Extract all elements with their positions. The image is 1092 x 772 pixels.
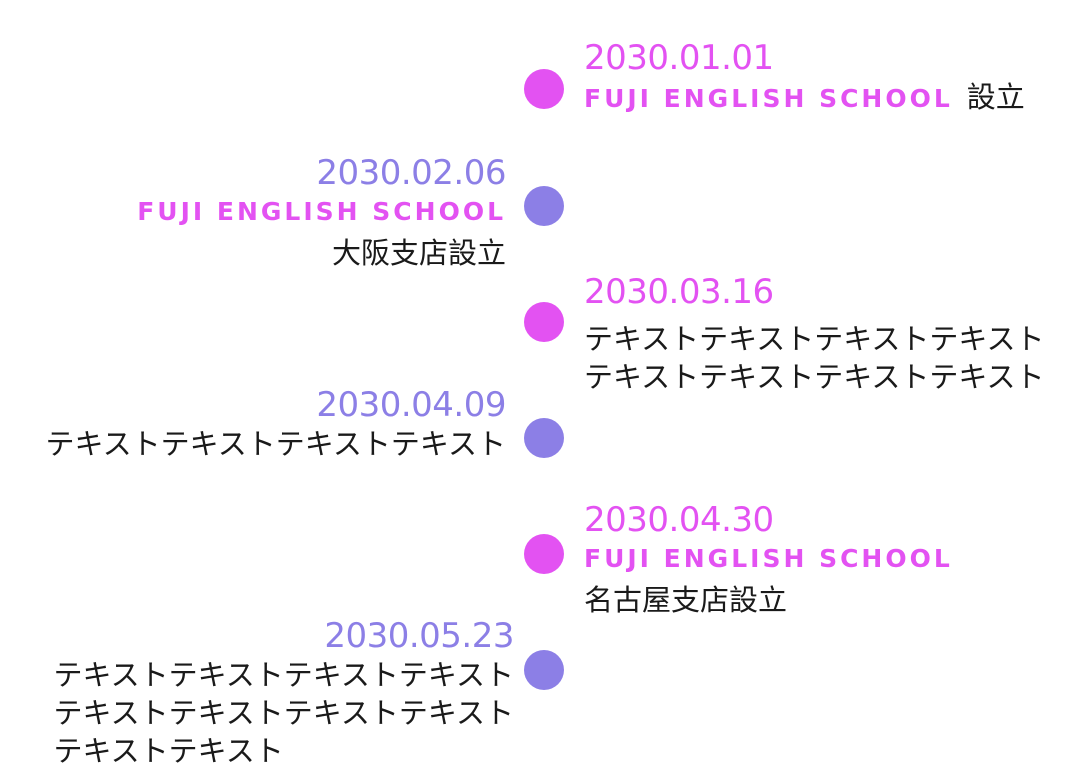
timeline-entry: 2030.04.30 FUJI ENGLISH SCHOOL 名古屋支店設立 [584,500,953,619]
timeline-dot [524,418,564,458]
event-date: 2030.01.01 [584,38,774,78]
timeline-entry: 2030.01.01 FUJI ENGLISH SCHOOL 設立 [584,38,1025,121]
timeline-entry: 2030.05.23 テキストテキストテキストテキスト テキストテキストテキスト… [53,616,514,770]
event-date: 2030.05.23 [324,616,514,656]
event-title: FUJI ENGLISH SCHOOL [584,540,953,581]
event-date: 2030.02.06 [316,153,506,193]
timeline-dot [524,186,564,226]
event-suffix: 設立 [966,80,1025,114]
event-description: 名古屋支店設立 [584,583,788,617]
event-description: 大阪支店設立 [331,236,506,270]
timeline-dot [524,650,564,690]
event-description-line: テキストテキストテキストテキスト [45,427,506,461]
timeline-dot [524,302,564,342]
timeline-dot [524,534,564,574]
event-date: 2030.04.30 [584,500,774,540]
timeline-dot [524,69,564,109]
timeline-entry: 2030.03.16 テキストテキストテキストテキスト テキストテキストテキスト… [584,272,1045,396]
event-date: 2030.03.16 [584,272,774,312]
brand-name: FUJI ENGLISH SCHOOL [137,197,506,226]
event-title: FUJI ENGLISH SCHOOL [137,193,506,234]
event-description-line: テキストテキストテキストテキスト [53,696,514,730]
event-description-line: テキストテキストテキストテキスト [584,360,1045,394]
event-date: 2030.04.09 [316,385,506,425]
event-title: FUJI ENGLISH SCHOOL 設立 [584,78,1025,121]
event-description-line: テキストテキストテキストテキスト [584,322,1045,356]
timeline-entry: 2030.02.06 FUJI ENGLISH SCHOOL 大阪支店設立 [137,153,506,272]
event-description-line: テキストテキスト [53,734,284,768]
brand-name: FUJI ENGLISH SCHOOL [584,84,953,113]
timeline-entry: 2030.04.09 テキストテキストテキストテキスト [45,385,506,463]
event-description-line: テキストテキストテキストテキスト [53,658,514,692]
brand-name: FUJI ENGLISH SCHOOL [584,544,953,573]
